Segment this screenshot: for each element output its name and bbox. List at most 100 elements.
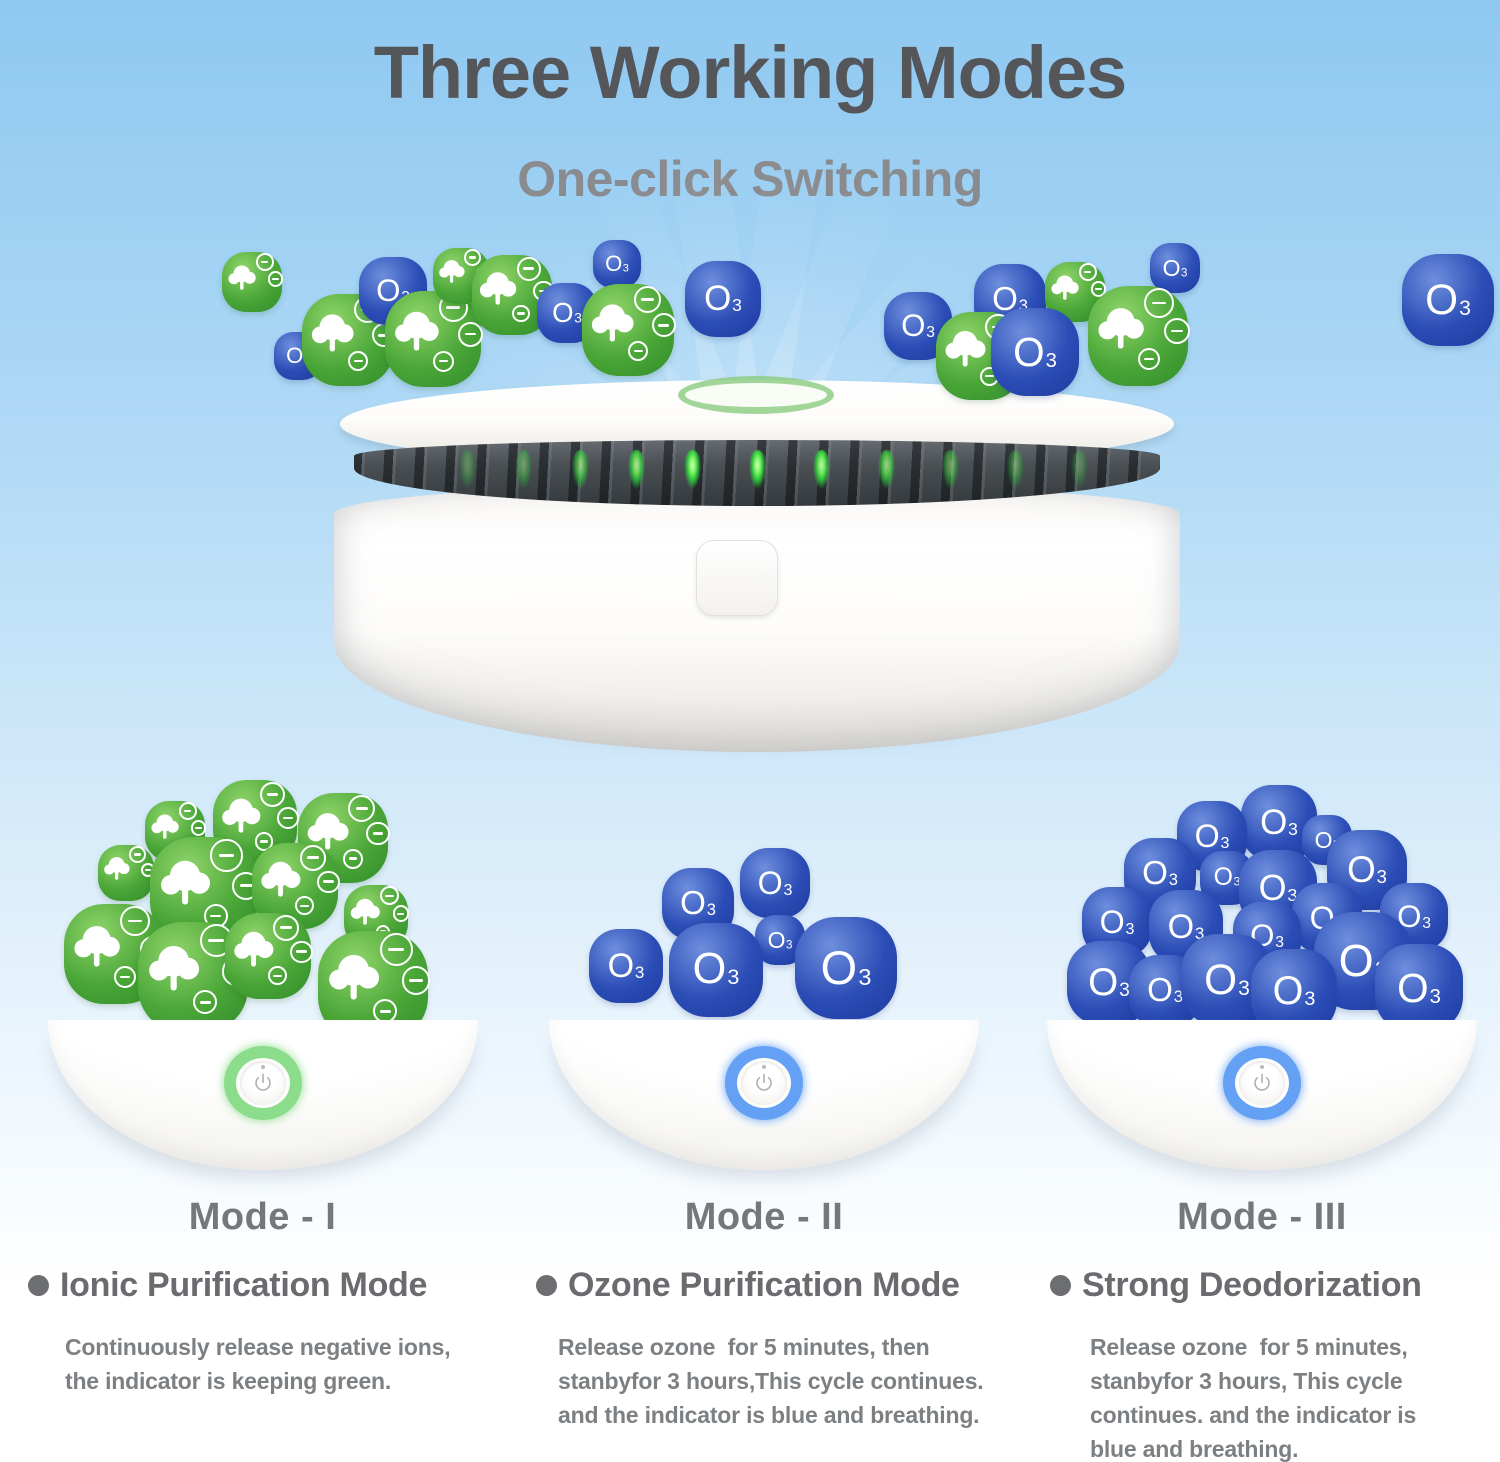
minus-icon (475, 265, 491, 281)
minus-icon (457, 321, 483, 347)
mode-description: Continuously release negative ions,the i… (65, 1330, 451, 1398)
negative-ion-particle (138, 922, 251, 1032)
power-icon (254, 1073, 271, 1091)
mode-description-line: stanbyfor 3 hours,This cycle continues. (558, 1368, 984, 1394)
minus-icon (221, 957, 251, 986)
led-dot (1260, 1065, 1264, 1069)
negative-ion-particle (150, 837, 261, 945)
mode-description-line: Continuously release negative ions, (65, 1334, 451, 1360)
tree-icon (151, 814, 179, 839)
led-dot (260, 1065, 265, 1069)
vent-green-light (684, 450, 702, 490)
negative-ion-particle (344, 885, 410, 949)
tree-icon (350, 899, 380, 925)
minus-icon (1002, 340, 1026, 364)
power-button (741, 1061, 787, 1105)
minus-icon (628, 341, 649, 362)
power-button (1239, 1061, 1285, 1105)
minus-icon (114, 966, 136, 988)
power-icon (1254, 1073, 1270, 1091)
minus-icon (438, 292, 468, 322)
minus-icon (464, 249, 482, 266)
device-top-view-photo (1047, 1020, 1477, 1170)
tree-icon (480, 272, 517, 305)
tree-icon (395, 312, 439, 351)
power-button-ring (1223, 1046, 1301, 1120)
device-top-view-photo (47, 1020, 478, 1170)
minus-icon (290, 940, 313, 963)
negative-ion-particle (98, 845, 156, 901)
minus-icon (1078, 263, 1097, 282)
minus-icon (348, 351, 369, 372)
minus-icon (317, 870, 340, 893)
minus-icon (371, 323, 396, 348)
minus-icon (190, 820, 207, 836)
bullet-icon (1050, 1275, 1071, 1296)
minus-icon (255, 832, 274, 851)
minus-icon (376, 924, 391, 939)
tree-icon (1051, 275, 1079, 300)
minus-icon (193, 990, 218, 1015)
minus-icon (651, 313, 676, 338)
minus-icon (232, 871, 261, 900)
vent-green-light (1071, 450, 1089, 490)
minus-icon (433, 350, 455, 372)
negative-ion-particle (145, 801, 207, 861)
minus-icon (255, 253, 274, 272)
mode-description-line: Release ozone for 5 minutes, (1090, 1334, 1408, 1360)
mode-description-line: blue and breathing. (1090, 1436, 1299, 1462)
minus-icon (178, 802, 197, 821)
minus-icon (985, 313, 1012, 341)
device-front-button (696, 540, 778, 616)
mode-column-3: Mode - III Strong Deodorization Release … (1032, 1020, 1492, 1462)
tree-icon (591, 304, 634, 342)
mode-description-line: stanbyfor 3 hours, This cycle (1090, 1368, 1403, 1394)
negative-ion-particle (213, 780, 299, 864)
tree-icon (307, 812, 349, 850)
negative-ion-particle (582, 284, 676, 376)
minus-icon (401, 966, 431, 995)
mode-label: Mode - II (684, 1196, 844, 1238)
mode-heading-text: Strong Deodorization (1082, 1266, 1422, 1304)
minus-icon (268, 966, 287, 986)
mode-heading-text: Ionic Purification Mode (60, 1266, 428, 1304)
mode-label: Mode - I (188, 1196, 337, 1238)
tree-icon (228, 265, 256, 290)
mode-heading: Strong Deodorization (1050, 1266, 1492, 1305)
minus-icon (516, 256, 541, 281)
mode-heading-text: Ozone Purification Mode (568, 1266, 960, 1304)
minus-icon (273, 914, 299, 941)
negative-ion-particle (64, 904, 166, 1004)
tree-icon (161, 860, 211, 905)
